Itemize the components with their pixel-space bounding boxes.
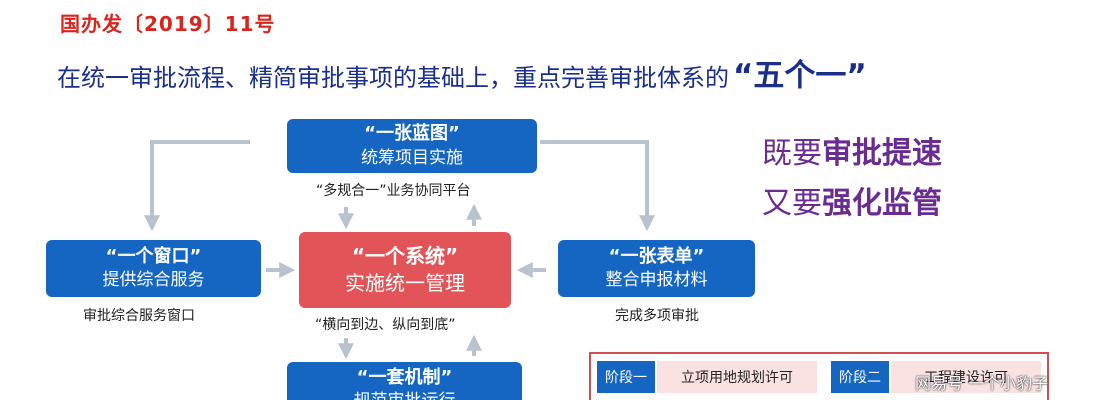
arrow-top-to-left — [144, 140, 250, 232]
slogan-line-2-prefix: 又要 — [762, 186, 822, 221]
caption-blueprint: “多规合一”业务协同平台 — [316, 183, 471, 199]
box-blueprint-subtitle: 统筹项目实施 — [361, 147, 463, 168]
slogan-line-1-prefix: 既要 — [762, 136, 822, 171]
document-number: 国办发〔2019〕11号 — [60, 12, 276, 36]
caption-window: 审批综合服务窗口 — [83, 308, 195, 324]
slogan-line-2: 又要强化监管 — [762, 178, 942, 222]
headline-emphasis: “五个一” — [733, 58, 867, 94]
stage-1-tag: 阶段一 — [597, 361, 655, 393]
box-form: “一张表单” 整合申报材料 — [558, 240, 755, 297]
slogan-line-1: 既要审批提速 — [762, 128, 942, 172]
box-blueprint-title: “一张蓝图” — [364, 123, 460, 145]
box-system: “一个系统” 实施统一管理 — [299, 232, 511, 308]
stage-1-name: 立项用地规划许可 — [657, 361, 817, 393]
box-system-subtitle: 实施统一管理 — [345, 271, 465, 295]
slogan-line-1-strong: 审批提速 — [822, 136, 942, 171]
box-blueprint: “一张蓝图” 统筹项目实施 — [287, 119, 537, 173]
stages-panel: 阶段一 立项用地规划许可 阶段二 工程建设许可 — [589, 352, 1049, 400]
slogan-line-2-strong: 强化监管 — [822, 186, 942, 221]
box-window-title: “一个窗口” — [105, 245, 202, 267]
watermark: 网易号 一个小豹子 — [915, 374, 1049, 393]
caption-form: 完成多项审批 — [615, 308, 699, 324]
stage-2-tag: 阶段二 — [831, 361, 889, 393]
caption-system: “横向到边、纵向到底” — [315, 317, 456, 333]
stage-2-name: 工程建设许可 — [891, 361, 1041, 393]
arrow-top-to-right — [540, 140, 655, 232]
box-mechanism-subtitle: 规范审批运行 — [354, 390, 456, 400]
headline: 在统一审批流程、精简审批事项的基础上，重点完善审批体系的“五个一” — [57, 50, 867, 95]
box-window-subtitle: 提供综合服务 — [102, 270, 205, 291]
box-form-subtitle: 整合申报材料 — [605, 270, 708, 291]
box-system-title: “一个系统” — [351, 244, 459, 268]
box-form-title: “一张表单” — [608, 245, 705, 267]
headline-text: 在统一审批流程、精简审批事项的基础上，重点完善审批体系的 — [57, 64, 729, 92]
box-mechanism: “一套机制” 规范审批运行 — [287, 362, 522, 400]
box-window: “一个窗口” 提供综合服务 — [46, 240, 261, 297]
box-mechanism-title: “一套机制” — [356, 367, 453, 388]
